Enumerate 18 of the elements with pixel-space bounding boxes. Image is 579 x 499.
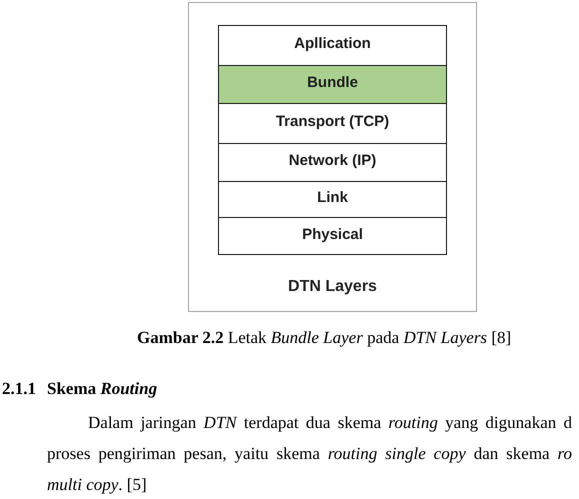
figure-caption: Gambar 2.2 Letak Bundle Layer pada DTN Layers [8] <box>137 327 512 349</box>
layer-label: Physical <box>302 226 363 244</box>
diagram-frame <box>188 2 477 312</box>
body-paragraph: Dalam jaringan DTN terdapat dua skema routing yang digunakan d proses pengiriman pesan, yaitu skema routing single copy dan skema ro multi copy. [5] <box>47 412 572 496</box>
section-number: 2.1.1 <box>2 378 36 400</box>
layer-label: Link <box>317 189 348 207</box>
layer-box <box>218 143 447 181</box>
layer-box <box>218 217 447 255</box>
layer-box <box>218 103 447 143</box>
layer-box <box>218 25 447 65</box>
layer-label: Network (IP) <box>288 152 376 170</box>
layer-label: Apllication <box>294 35 371 53</box>
frame-label: DTN Layers <box>288 277 377 297</box>
layer-box <box>218 65 447 103</box>
layer-label: Bundle <box>307 74 358 92</box>
section-heading: Skema Routing <box>47 378 158 400</box>
layer-box <box>218 181 447 217</box>
layer-label: Transport (TCP) <box>276 113 390 131</box>
